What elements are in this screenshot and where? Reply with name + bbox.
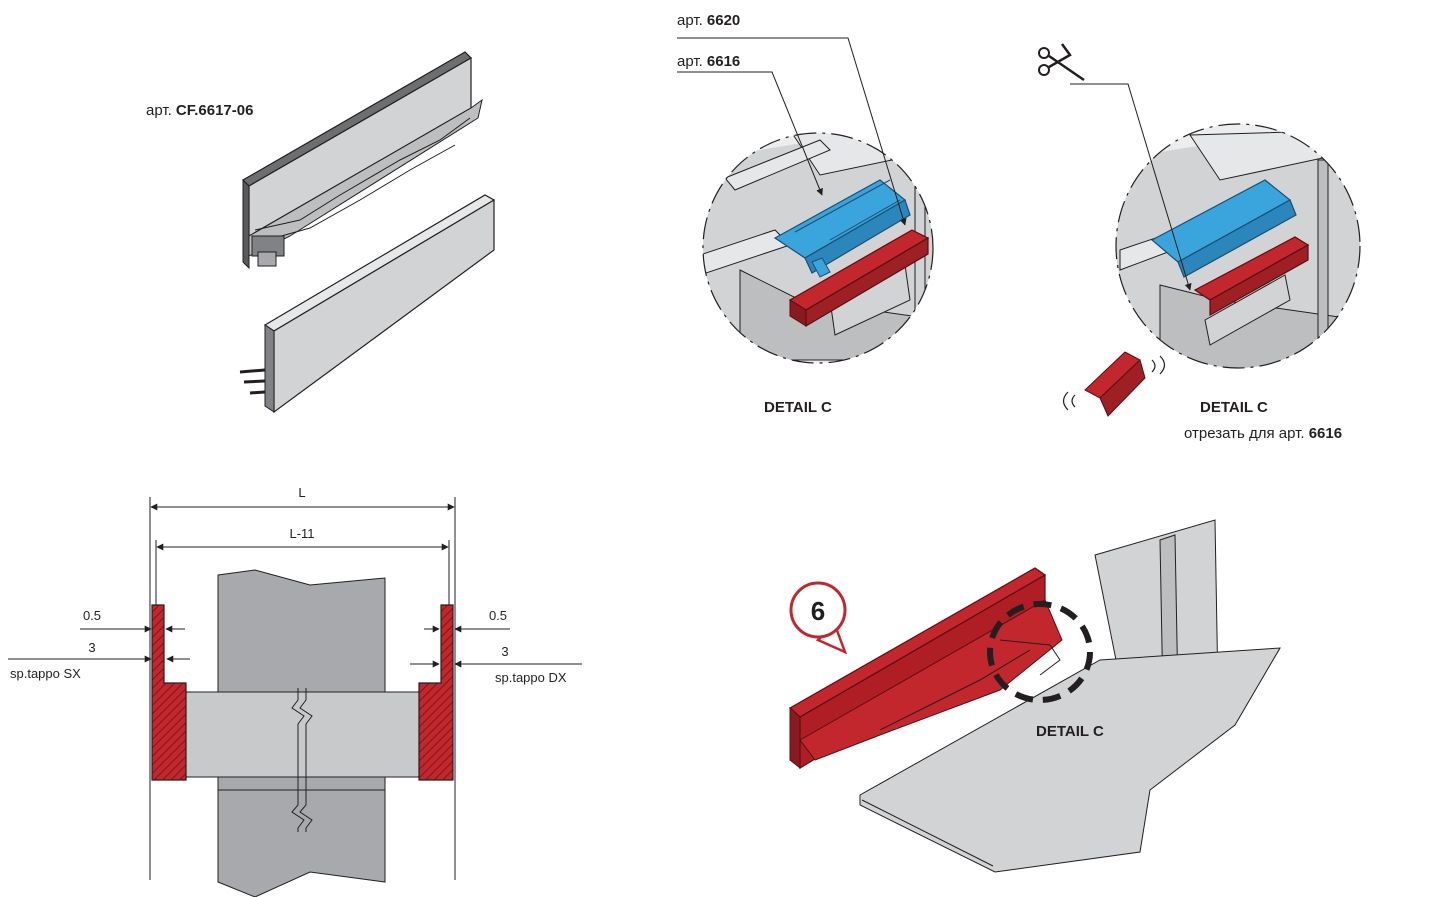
label-tappo-dx: sp.tappo DX bbox=[495, 670, 567, 685]
cut-note: отрезать для арт. 6616 bbox=[1184, 425, 1342, 442]
detail-c-caption-install: DETAIL C bbox=[1036, 723, 1104, 740]
leader-cut bbox=[1070, 83, 1192, 291]
section-drawing bbox=[151, 569, 454, 897]
step-number: 6 bbox=[811, 596, 825, 626]
detail-c-clips bbox=[702, 132, 934, 364]
detail-c-cut bbox=[1115, 123, 1361, 369]
dim-left-thickness: 3 bbox=[88, 640, 95, 655]
leader-6616 bbox=[677, 71, 823, 196]
dim-right-thickness: 3 bbox=[501, 644, 508, 659]
install-step bbox=[788, 519, 1281, 873]
detail-c-caption-mid: DETAIL C bbox=[764, 399, 832, 416]
dim-right-gap: 0.5 bbox=[489, 608, 507, 623]
detail-c-caption-right: DETAIL C bbox=[1200, 399, 1268, 416]
dim-L: L bbox=[298, 485, 305, 500]
article-label: арт. CF.6617-06 bbox=[146, 102, 253, 119]
drawer-side-exploded bbox=[239, 51, 496, 414]
scissors-icon bbox=[1038, 43, 1085, 82]
step-badge bbox=[789, 581, 848, 655]
dim-L-11: L-11 bbox=[289, 526, 314, 541]
dimension-lines bbox=[8, 497, 582, 880]
ref-6616-label: арт. 6616 bbox=[677, 53, 740, 70]
dim-left-gap: 0.5 bbox=[83, 608, 101, 623]
leader-6620 bbox=[677, 37, 907, 226]
ref-6620-label: арт. 6620 bbox=[677, 12, 740, 29]
label-tappo-sx: sp.tappo SX bbox=[10, 666, 81, 681]
cut-piece bbox=[1062, 351, 1166, 417]
